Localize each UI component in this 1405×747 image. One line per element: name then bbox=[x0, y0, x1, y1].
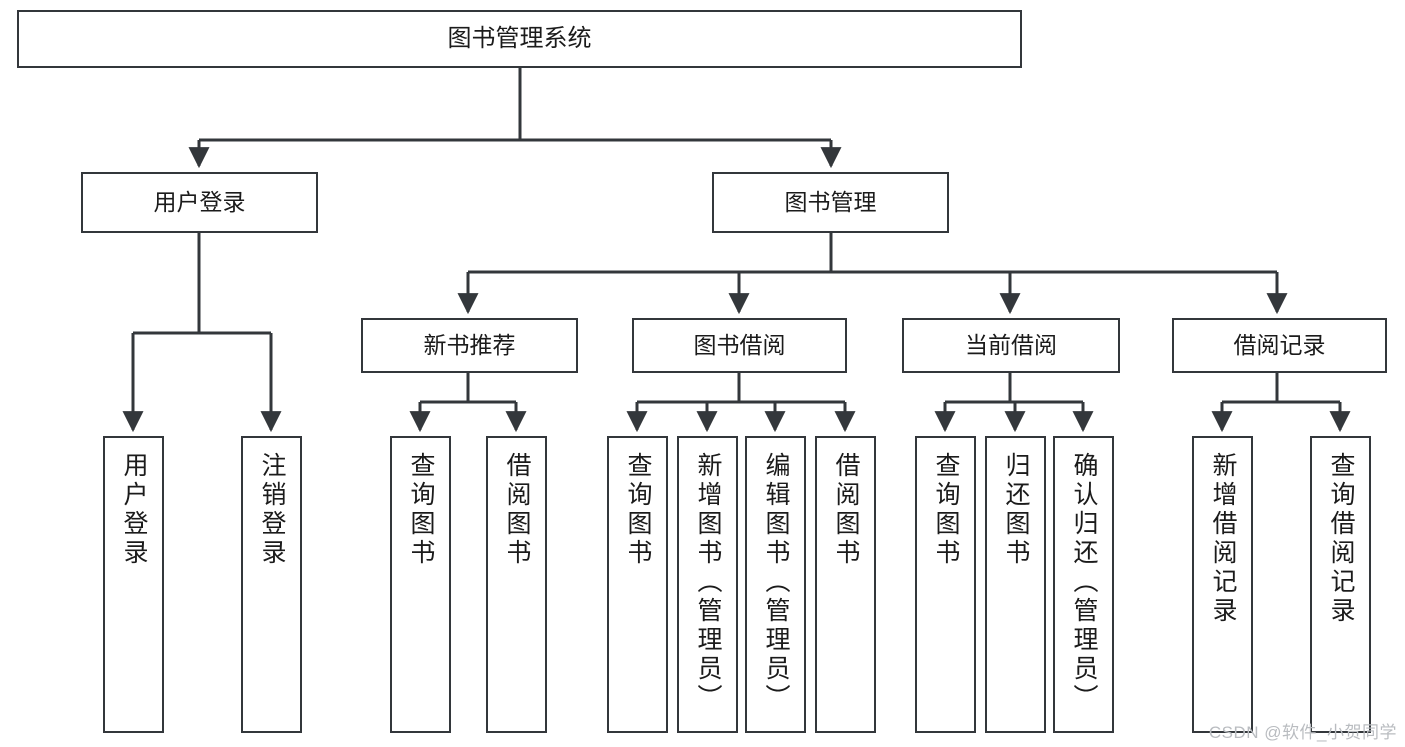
node-label: 新增图书（管理员） bbox=[694, 452, 722, 713]
leaf-logout-login[interactable]: 注销登录 bbox=[241, 436, 302, 733]
leaf-add-book-admin[interactable]: 新增图书（管理员） bbox=[677, 436, 738, 733]
node-label: 归还图书 bbox=[1002, 452, 1030, 568]
leaf-user-login[interactable]: 用户登录 bbox=[103, 436, 164, 733]
node-label: 查询图书 bbox=[407, 452, 435, 568]
leaf-return-book[interactable]: 归还图书 bbox=[985, 436, 1046, 733]
node-label: 当前借阅 bbox=[965, 331, 1057, 358]
node-new-book-recommend[interactable]: 新书推荐 bbox=[361, 318, 578, 373]
node-label: 图书借阅 bbox=[693, 331, 786, 358]
node-book-borrow[interactable]: 图书借阅 bbox=[632, 318, 847, 373]
node-user-login[interactable]: 用户登录 bbox=[81, 172, 318, 233]
node-label: 编辑图书（管理员） bbox=[762, 452, 790, 713]
node-label: 查询图书 bbox=[932, 452, 960, 568]
node-book-management[interactable]: 图书管理 bbox=[712, 172, 949, 233]
node-label: 用户登录 bbox=[120, 452, 148, 568]
node-label: 借阅图书 bbox=[503, 452, 531, 568]
leaf-borrow-book-bb[interactable]: 借阅图书 bbox=[815, 436, 876, 733]
leaf-add-borrow-record[interactable]: 新增借阅记录 bbox=[1192, 436, 1253, 733]
node-label: 借阅记录 bbox=[1233, 331, 1326, 358]
node-borrow-record[interactable]: 借阅记录 bbox=[1172, 318, 1387, 373]
leaf-borrow-book-nbr[interactable]: 借阅图书 bbox=[486, 436, 547, 733]
node-label: 查询图书 bbox=[624, 452, 652, 568]
leaf-query-book-bb[interactable]: 查询图书 bbox=[607, 436, 668, 733]
node-current-borrow[interactable]: 当前借阅 bbox=[902, 318, 1120, 373]
node-label: 图书管理系统 bbox=[447, 24, 592, 52]
node-label: 用户登录 bbox=[153, 188, 246, 215]
node-label: 图书管理 bbox=[784, 188, 877, 215]
node-label: 新书推荐 bbox=[423, 331, 516, 358]
node-label: 借阅图书 bbox=[832, 452, 860, 568]
leaf-query-borrow-record[interactable]: 查询借阅记录 bbox=[1310, 436, 1371, 733]
leaf-query-book-cb[interactable]: 查询图书 bbox=[915, 436, 976, 733]
leaf-edit-book-admin[interactable]: 编辑图书（管理员） bbox=[745, 436, 806, 733]
leaf-confirm-return-admin[interactable]: 确认归还（管理员） bbox=[1053, 436, 1114, 733]
node-label: 查询借阅记录 bbox=[1327, 452, 1355, 626]
node-book-management-system[interactable]: 图书管理系统 bbox=[17, 10, 1022, 68]
leaf-query-book-nbr[interactable]: 查询图书 bbox=[390, 436, 451, 733]
node-label: 新增借阅记录 bbox=[1209, 452, 1237, 626]
node-label: 注销登录 bbox=[258, 452, 286, 568]
node-label: 确认归还（管理员） bbox=[1070, 452, 1098, 713]
